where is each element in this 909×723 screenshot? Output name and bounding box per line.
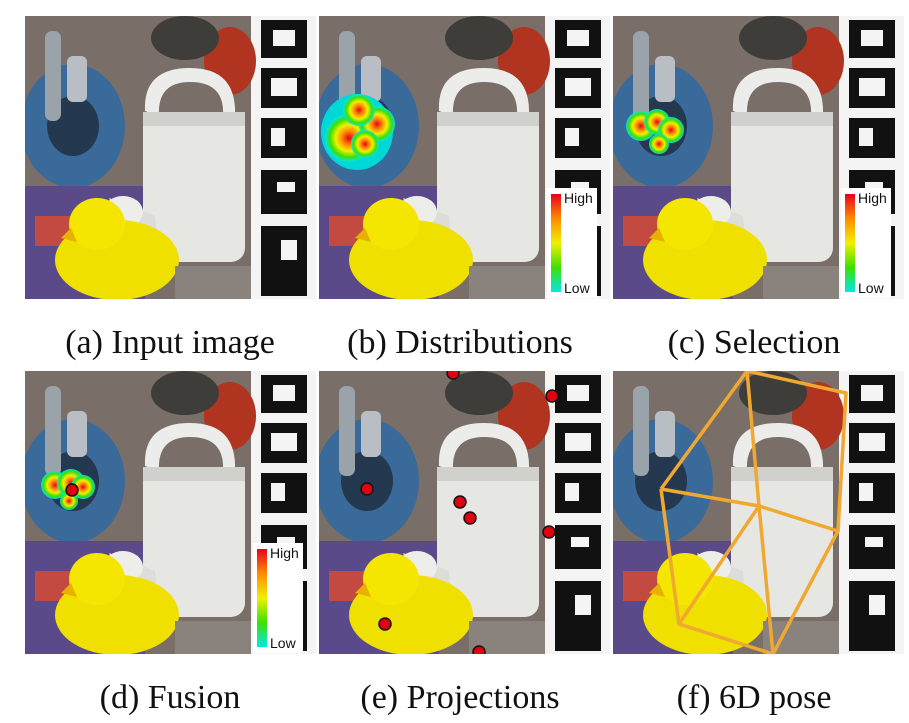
- panel-fusion: High Low: [25, 371, 316, 654]
- input-image-photo: [25, 16, 316, 299]
- pose-photo: [613, 371, 904, 654]
- fused-keypoint: [65, 483, 79, 497]
- legend-color-bar: [845, 194, 855, 292]
- caption-b: (b) Distributions: [347, 324, 573, 361]
- legend-high-label: High: [858, 190, 887, 206]
- caption-e: (e) Projections: [360, 679, 560, 716]
- projected-keypoint: [545, 389, 559, 403]
- projections-photo: [319, 371, 610, 654]
- caption-f: (f) 6D pose: [676, 679, 832, 716]
- panel-selection: High Low: [613, 16, 904, 299]
- keypoint-distribution-heatmap: [321, 94, 395, 170]
- heatmap-legend: High Low: [547, 188, 597, 298]
- legend-low-label: Low: [270, 635, 296, 651]
- panel-6d-pose: [613, 371, 904, 654]
- heatmap-legend: High Low: [841, 188, 891, 298]
- selection-photo: [613, 16, 904, 299]
- legend-high-label: High: [564, 190, 593, 206]
- projected-keypoint: [446, 371, 460, 380]
- selected-distribution-heatmap: [626, 109, 684, 154]
- heatmap-legend: High Low: [253, 543, 303, 653]
- projected-keypoint: [378, 617, 392, 631]
- projected-keypoint: [463, 511, 477, 525]
- panel-distributions: High Low: [319, 16, 610, 299]
- fusion-photo: [25, 371, 316, 654]
- caption-a: (a) Input image: [65, 324, 275, 361]
- panel-input-image: [25, 16, 316, 299]
- caption-c: (c) Selection: [667, 324, 841, 361]
- projected-keypoint: [360, 482, 374, 496]
- projected-keypoint: [472, 645, 486, 654]
- caption-d: (d) Fusion: [99, 679, 241, 716]
- projected-keypoint: [453, 495, 467, 509]
- panel-projections: [319, 371, 610, 654]
- distributions-photo: [319, 16, 610, 299]
- legend-color-bar: [257, 549, 267, 647]
- projected-keypoint: [542, 525, 556, 539]
- legend-high-label: High: [270, 545, 299, 561]
- pose-bounding-box: [659, 371, 848, 654]
- legend-color-bar: [551, 194, 561, 292]
- legend-low-label: Low: [564, 280, 590, 296]
- legend-low-label: Low: [858, 280, 884, 296]
